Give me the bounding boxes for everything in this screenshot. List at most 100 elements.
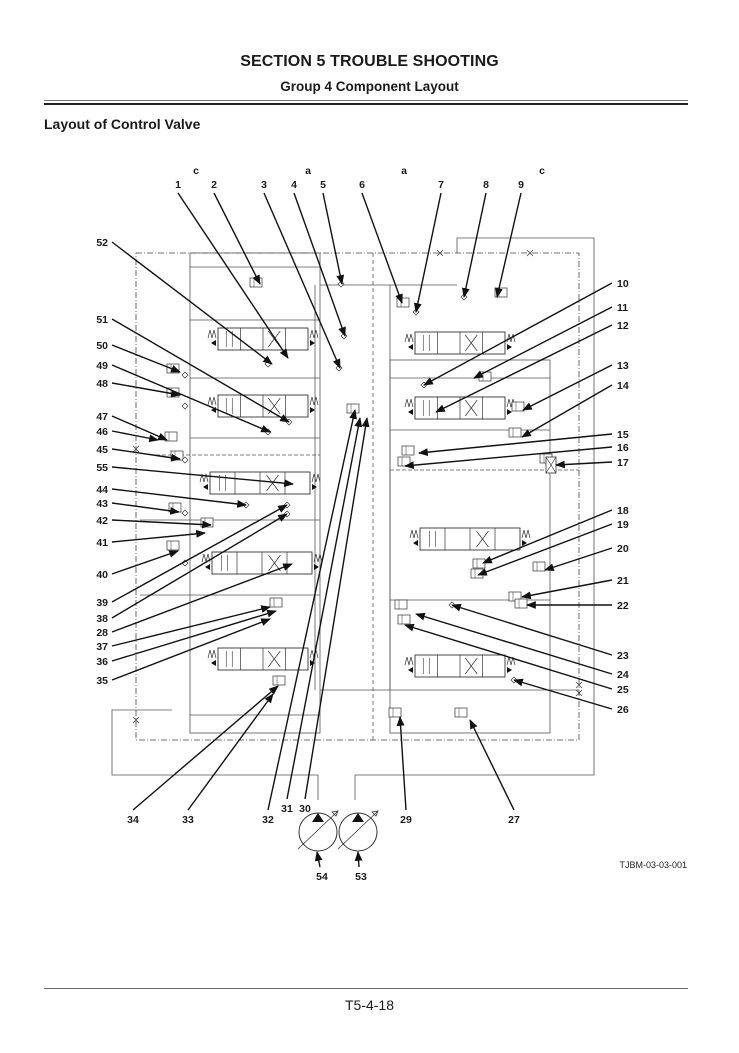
leader-line-4 — [293, 192, 346, 337]
leader-line-1 — [177, 192, 289, 359]
callout-label-16: 16 — [617, 442, 629, 454]
leader-line-2 — [213, 192, 261, 285]
callout-label-11: 11 — [617, 302, 628, 314]
leader-line-5 — [322, 192, 345, 285]
spool-valve — [404, 331, 516, 355]
callout-label-10: 10 — [617, 278, 629, 290]
leader-line-20 — [544, 547, 613, 571]
port-labels: c a a c — [193, 165, 545, 177]
leader-line-42 — [111, 519, 212, 529]
leader-line-27 — [469, 719, 515, 811]
callout-label-44: 44 — [96, 484, 108, 496]
valve-symbol — [472, 558, 486, 569]
valve-symbol — [401, 445, 415, 456]
callout-label-1: 1 — [175, 179, 181, 191]
left-outer-line — [111, 709, 319, 800]
spool-valve — [199, 471, 321, 495]
leader-line-36 — [111, 609, 277, 662]
leader-line-25 — [404, 623, 613, 690]
valve-symbol — [269, 597, 283, 608]
callout-label-40: 40 — [96, 569, 108, 581]
valve-symbol — [388, 707, 402, 718]
callout-label-39: 39 — [96, 597, 108, 609]
leader-line-12 — [435, 324, 613, 413]
callout-label-25: 25 — [617, 684, 629, 696]
valve-symbol — [397, 614, 411, 625]
callout-label-43: 43 — [96, 498, 108, 510]
leader-line-3 — [263, 192, 341, 369]
leader-line-50 — [111, 344, 181, 373]
check-valve-symbol — [181, 509, 189, 517]
leader-line-54 — [314, 851, 323, 868]
pump-54 — [297, 810, 339, 852]
leader-line-48 — [111, 382, 181, 398]
callout-label-17: 17 — [617, 457, 629, 469]
callout-label-42: 42 — [96, 515, 108, 527]
header-divider-thick — [44, 103, 688, 105]
leader-line-13 — [522, 364, 613, 411]
leader-line-46 — [111, 430, 159, 443]
callout-label-24: 24 — [617, 669, 629, 681]
leader-line-19 — [477, 523, 613, 576]
callout-leaders — [111, 192, 613, 868]
group-title: Group 4 Component Layout — [280, 79, 459, 94]
leader-line-7 — [413, 192, 442, 313]
footer-divider — [44, 988, 688, 989]
valve-symbol — [514, 598, 528, 609]
check-valve-symbol — [181, 402, 189, 410]
callout-label-34: 34 — [127, 814, 139, 826]
plug-mark — [575, 681, 583, 689]
pump-53 — [337, 810, 379, 852]
callout-label-35: 35 — [96, 675, 108, 687]
spool-valve — [409, 527, 531, 551]
callout-label-29: 29 — [400, 814, 412, 826]
callout-label-53: 53 — [355, 871, 367, 883]
spool-valve — [201, 551, 323, 575]
callout-label-12: 12 — [617, 320, 629, 332]
callout-label-20: 20 — [617, 543, 629, 555]
leader-line-41 — [111, 529, 206, 543]
subsection-title: Layout of Control Valve — [44, 116, 201, 132]
callout-label-55: 55 — [96, 462, 108, 474]
leader-line-49 — [111, 364, 271, 433]
valve-body-outline — [135, 252, 580, 741]
callout-label-13: 13 — [617, 360, 629, 372]
callout-label-8: 8 — [483, 179, 489, 191]
valve-symbol — [396, 297, 410, 308]
header-divider-thin — [44, 100, 688, 101]
callout-label-48: 48 — [96, 378, 108, 390]
callout-label-6: 6 — [359, 179, 365, 191]
leader-line-31 — [286, 417, 363, 800]
leader-line-43 — [111, 502, 180, 515]
leader-line-40 — [111, 550, 179, 575]
valve-symbol — [272, 675, 286, 686]
callout-label-33: 33 — [182, 814, 194, 826]
callout-label-22: 22 — [617, 600, 629, 612]
callout-label-15: 15 — [617, 429, 629, 441]
callout-label-51: 51 — [96, 314, 108, 326]
callout-label-52: 52 — [96, 237, 108, 249]
callout-label-36: 36 — [96, 656, 108, 668]
leader-line-16 — [404, 446, 613, 470]
valve-symbol — [346, 403, 360, 414]
valve-symbol — [478, 371, 492, 382]
callout-label-32: 32 — [262, 814, 274, 826]
leader-line-21 — [521, 579, 613, 600]
callout-label-18: 18 — [617, 505, 629, 517]
callout-label-31: 31 — [281, 803, 293, 815]
valve-symbol — [454, 707, 468, 718]
callout-label-9: 9 — [518, 179, 524, 191]
leader-line-24 — [415, 612, 613, 675]
callout-label-26: 26 — [617, 704, 629, 716]
callout-label-47: 47 — [96, 411, 108, 423]
leader-line-15 — [418, 433, 613, 457]
valve-symbol — [394, 599, 408, 610]
leader-line-14 — [521, 384, 613, 438]
valve-symbol — [532, 561, 546, 572]
leader-line-29 — [396, 716, 407, 811]
plug-mark — [575, 689, 583, 697]
leader-line-6 — [361, 192, 403, 304]
port-label-c-right: c — [539, 165, 545, 177]
